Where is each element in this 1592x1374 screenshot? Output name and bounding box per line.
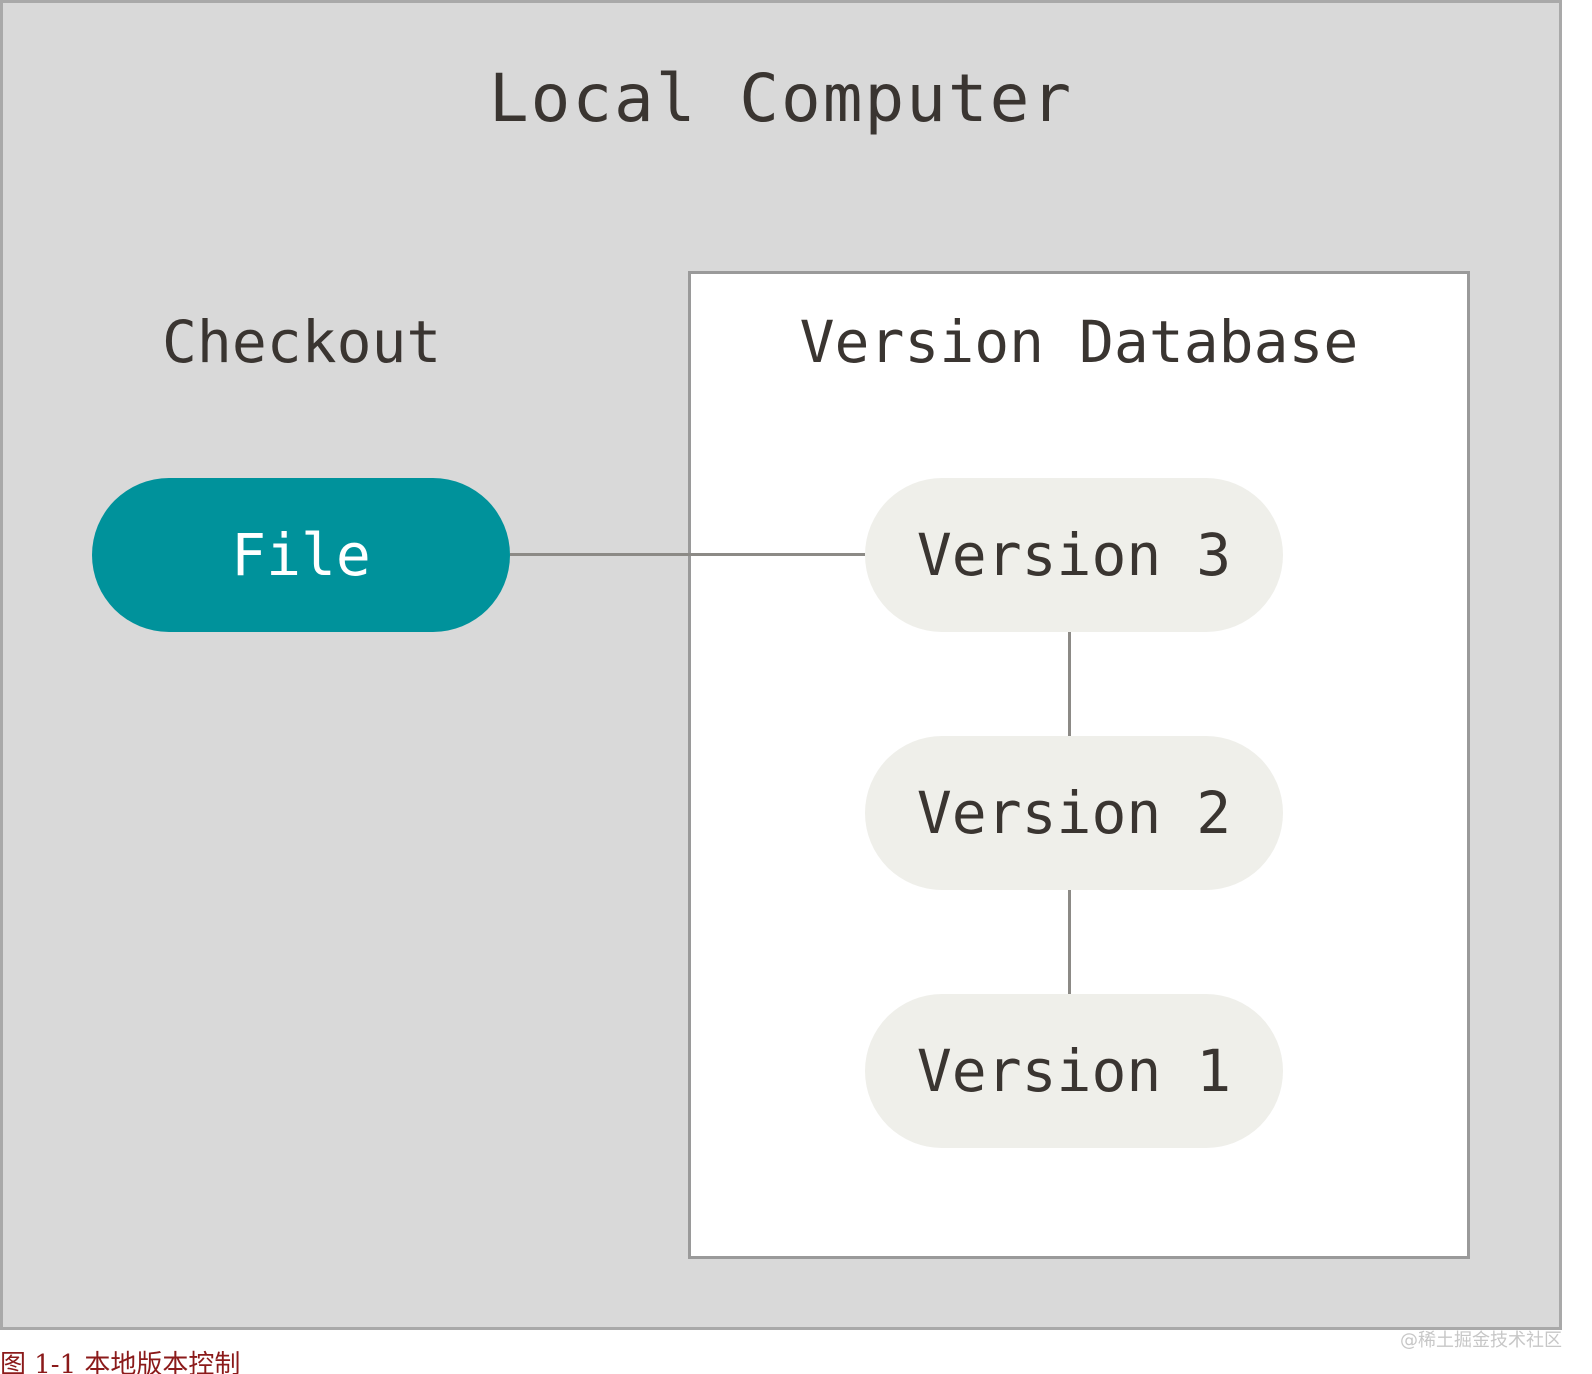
figure-caption: 图 1-1 本地版本控制 (0, 1350, 241, 1374)
version-node-1: Version 1 (865, 994, 1283, 1148)
file-to-version-connector (510, 553, 865, 556)
version-node-2: Version 2 (865, 736, 1283, 890)
version3-to-version2-connector (1068, 632, 1071, 736)
version2-to-version1-connector (1068, 890, 1071, 994)
diagram-title: Local Computer (488, 60, 1074, 137)
watermark: @稀土掘金技术社区 (1400, 1330, 1562, 1351)
version-database-label: Version Database (799, 308, 1359, 376)
file-node-label: File (231, 521, 371, 589)
checkout-label: Checkout (162, 308, 442, 376)
version-node-label: Version 1 (916, 1037, 1232, 1105)
version-node-3: Version 3 (865, 478, 1283, 632)
version-node-label: Version 3 (916, 521, 1232, 589)
file-node: File (92, 478, 510, 632)
version-node-label: Version 2 (916, 779, 1232, 847)
